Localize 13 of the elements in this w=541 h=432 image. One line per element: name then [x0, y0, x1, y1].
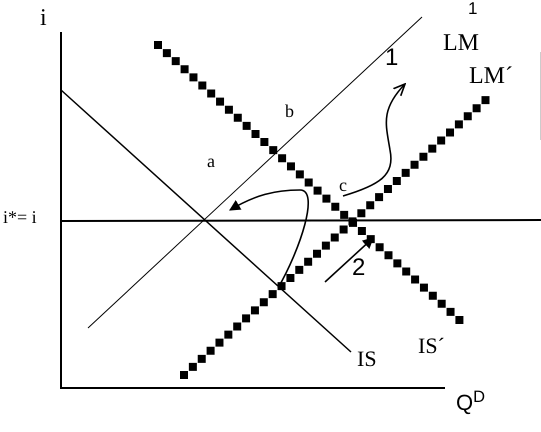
axis-label: i*= i: [3, 208, 37, 226]
step-number: 2: [352, 256, 366, 280]
axis-label: i: [40, 6, 47, 30]
curve-label: LM: [443, 31, 479, 55]
axis-label: Q$^{D}$: [456, 392, 486, 414]
point-label: c: [339, 176, 347, 194]
step-number: 1: [385, 46, 398, 70]
curve-label: IS´: [418, 335, 445, 357]
footnote-number: 1: [468, 0, 478, 17]
point-label: a: [207, 152, 215, 170]
curve-label: IS: [357, 348, 377, 370]
point-label: b: [285, 102, 294, 120]
curve-label: LM´: [469, 64, 513, 88]
